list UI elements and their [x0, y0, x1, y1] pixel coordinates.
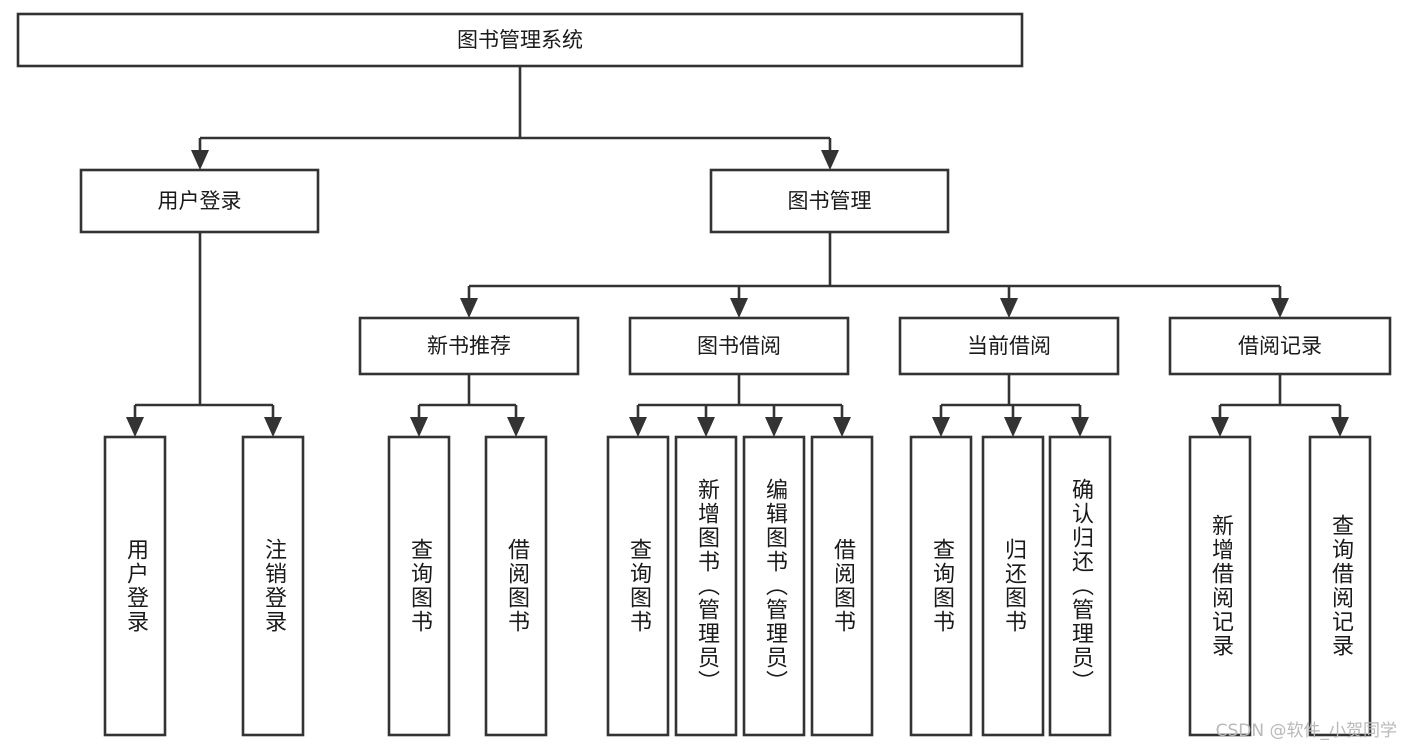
node-box-leaf-add-book-admin[interactable]	[674, 435, 738, 737]
arrow-head-icon	[507, 417, 525, 437]
arrow-head-icon	[833, 417, 851, 437]
node-box-leaf-query-book-1[interactable]	[387, 435, 451, 737]
arrow-head-icon	[126, 417, 144, 437]
arrow-head-icon	[264, 417, 282, 437]
csdn-watermark: CSDN @软件_小贺同学	[1215, 721, 1397, 741]
arrow-head-icon	[410, 417, 428, 437]
node-box-book-borrow[interactable]	[628, 316, 850, 376]
arrow-head-icon	[191, 150, 209, 170]
node-box-user-login[interactable]	[79, 168, 320, 234]
node-label-new-book-recommend: 新书推荐	[427, 334, 511, 358]
arrow-head-icon	[1271, 298, 1289, 318]
node-label-current-borrow: 当前借阅	[967, 334, 1051, 358]
arrow-head-icon	[1071, 417, 1089, 437]
node-box-leaf-confirm-return-admin[interactable]	[1048, 435, 1112, 737]
arrow-head-icon	[765, 417, 783, 437]
node-box-leaf-query-book-2[interactable]	[606, 435, 670, 737]
node-box-leaf-return-book[interactable]	[981, 435, 1045, 737]
arrow-head-icon	[1004, 417, 1022, 437]
arrow-head-icon	[460, 298, 478, 318]
connectors-layer	[126, 66, 1349, 437]
node-box-borrow-record[interactable]	[1168, 316, 1392, 376]
node-box-leaf-user-login[interactable]	[103, 435, 167, 737]
node-label-book-management: 图书管理	[788, 189, 872, 213]
arrow-head-icon	[697, 417, 715, 437]
arrow-head-icon	[1331, 417, 1349, 437]
node-box-leaf-query-borrow-record[interactable]	[1308, 435, 1372, 737]
node-box-root[interactable]	[16, 12, 1024, 68]
node-box-current-borrow[interactable]	[898, 316, 1120, 376]
node-label-root: 图书管理系统	[457, 28, 583, 52]
arrow-head-icon	[730, 298, 748, 318]
arrow-head-icon	[1000, 298, 1018, 318]
arrow-head-icon	[1211, 417, 1229, 437]
arrow-head-icon	[821, 150, 839, 170]
node-box-leaf-borrow-book-1[interactable]	[484, 435, 548, 737]
node-label-book-borrow: 图书借阅	[697, 334, 781, 358]
boxes-layer	[16, 12, 1392, 737]
node-label-user-login: 用户登录	[158, 189, 242, 213]
node-box-new-book-recommend[interactable]	[358, 316, 580, 376]
node-box-leaf-add-borrow-record[interactable]	[1188, 435, 1252, 737]
node-box-leaf-borrow-book-2[interactable]	[810, 435, 874, 737]
arrow-head-icon	[932, 417, 950, 437]
arrow-head-icon	[629, 417, 647, 437]
node-box-leaf-edit-book-admin[interactable]	[742, 435, 806, 737]
node-label-borrow-record: 借阅记录	[1238, 334, 1322, 358]
node-box-book-management[interactable]	[709, 168, 950, 234]
node-box-leaf-query-book-3[interactable]	[909, 435, 973, 737]
node-box-leaf-logout-login[interactable]	[241, 435, 305, 737]
